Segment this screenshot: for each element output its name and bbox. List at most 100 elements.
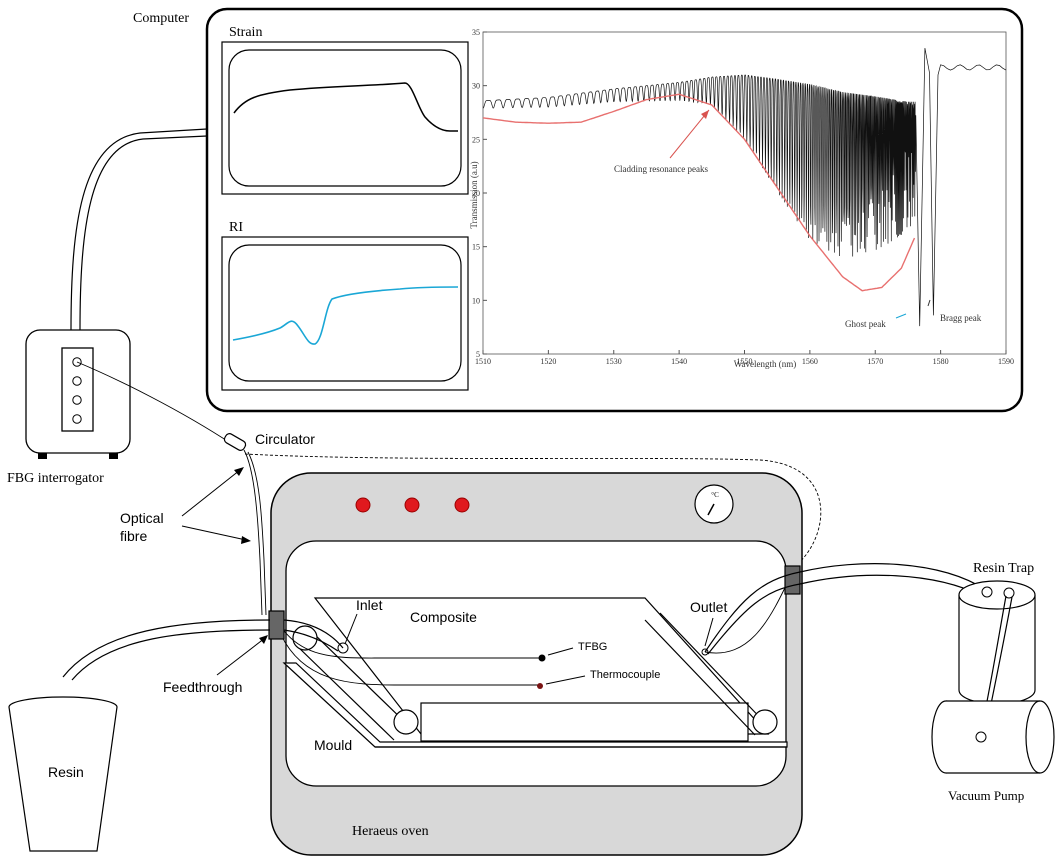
vacuum-pump-far-end xyxy=(1025,700,1041,774)
feedthrough-right xyxy=(784,565,801,595)
x-tick-label: 1510 xyxy=(475,357,491,366)
fibre-circulator-feedthrough-b xyxy=(247,451,267,616)
tfbg-sensor xyxy=(538,654,546,662)
x-tick-label: 1590 xyxy=(998,357,1014,366)
y-tick-label: 5 xyxy=(476,350,480,359)
resin-line-inside-lower xyxy=(283,629,339,652)
spectrum-line xyxy=(482,48,1007,327)
indicator-light-3 xyxy=(454,497,470,513)
x-tick-label: 1530 xyxy=(606,357,622,366)
y-tick-label: 10 xyxy=(472,296,480,305)
fibre-return-dashed xyxy=(244,453,822,569)
tfbg-arrow xyxy=(547,647,574,656)
x-tick-label: 1560 xyxy=(802,357,818,366)
optical-fibre-arrow-1 xyxy=(181,469,241,517)
resin-label: Resin xyxy=(48,764,84,780)
composite-label: Composite xyxy=(410,609,477,625)
strain-label: Strain xyxy=(229,25,262,40)
oven-label: Heraeus oven xyxy=(352,824,429,839)
indicator-light-1 xyxy=(355,497,371,513)
fbg-interrogator: FBG interrogator xyxy=(7,329,131,486)
data-cable-inner xyxy=(79,135,208,331)
vacuum-pump-label: Vacuum Pump xyxy=(948,788,1024,803)
resin-trap-label: Resin Trap xyxy=(973,561,1034,576)
tfbg-label: TFBG xyxy=(578,641,607,653)
cladding-annotation: Cladding resonance peaks xyxy=(614,164,708,174)
indicator-light-2 xyxy=(404,497,420,513)
thermocouple-wire xyxy=(277,627,540,686)
port-3 xyxy=(72,395,82,405)
resin-line-inner xyxy=(71,629,271,681)
outlet-arrow xyxy=(704,617,714,647)
inlet-tube-lower xyxy=(295,644,395,741)
inlet-tube-upper xyxy=(311,631,411,728)
mould-label: Mould xyxy=(314,737,352,753)
y-tick-label: 20 xyxy=(472,189,480,198)
x-tick-label: 1520 xyxy=(540,357,556,366)
computer-label: Computer xyxy=(133,11,189,26)
outlet-tube-lower xyxy=(644,619,756,736)
resin-cup: Resin xyxy=(8,696,118,852)
interrogator-foot-left xyxy=(38,453,47,459)
circulator: Circulator xyxy=(223,431,315,451)
feedthrough-arrow xyxy=(216,637,266,676)
y-tick-label: 25 xyxy=(472,135,480,144)
x-tick-label: 1540 xyxy=(671,357,687,366)
x-tick-label: 1570 xyxy=(867,357,883,366)
vacuum-line-outer xyxy=(704,563,987,653)
ri-trace xyxy=(232,286,459,345)
interrogator-foot-right xyxy=(109,453,118,459)
inlet-arrow xyxy=(344,613,358,645)
resin-trap-outlet xyxy=(1003,587,1015,599)
vacuum-line-inner xyxy=(707,574,983,655)
outlet-label: Outlet xyxy=(690,599,727,615)
y-axis-label: Transmission (a.u) xyxy=(469,161,479,228)
inlet-roller-front xyxy=(393,709,419,735)
resin-trap-inlet xyxy=(981,586,993,598)
bragg-arrow xyxy=(927,299,931,307)
ri-screen xyxy=(228,244,462,382)
optical-fibre-label-2: fibre xyxy=(120,528,147,544)
y-tick-label: 15 xyxy=(472,243,480,252)
resin-cup-body xyxy=(8,706,118,852)
ghost-annotation: Ghost peak xyxy=(845,319,886,329)
thermocouple-sensor xyxy=(537,683,543,689)
tfbg-fibre xyxy=(277,621,545,659)
circulator-body xyxy=(223,433,247,451)
resin-line-outer xyxy=(62,619,271,678)
ri-label: RI xyxy=(229,220,243,235)
thermometer-unit: °C xyxy=(711,491,719,499)
resin-trap-lid xyxy=(958,580,1036,610)
vacuum-pump-port xyxy=(975,731,987,743)
x-tick-label: 1580 xyxy=(933,357,949,366)
thermocouple-arrow xyxy=(545,675,586,685)
ghost-arrow xyxy=(895,313,907,319)
thermocouple-label: Thermocouple xyxy=(590,669,660,681)
optical-fibre-label-1: Optical xyxy=(120,510,164,526)
thermometer-needle xyxy=(707,503,715,516)
x-axis-label: Wavelength (nm) xyxy=(734,359,797,369)
cladding-envelope-line xyxy=(482,93,916,292)
circulator-label: Circulator xyxy=(255,431,315,447)
vacuum-pump: Vacuum Pump xyxy=(931,700,1055,803)
feedthrough-label: Feedthrough xyxy=(163,679,242,695)
optical-fibre-arrow-2 xyxy=(181,525,247,541)
fbg-interrogator-label: FBG interrogator xyxy=(7,471,104,486)
resin-line-inside-upper xyxy=(283,619,344,649)
optical-fibre-arrowhead-2 xyxy=(241,536,251,544)
data-cable-outer xyxy=(70,128,208,331)
outlet-tube-upper xyxy=(659,612,771,729)
optical-fibre-arrowhead-1 xyxy=(234,467,244,476)
fibre-circulator-feedthrough-a xyxy=(243,449,263,616)
feedthrough-arrowhead xyxy=(259,635,268,644)
strain-screen xyxy=(228,49,462,187)
port-4 xyxy=(72,414,82,424)
cladding-arrow xyxy=(669,109,710,159)
fibre-to-circulator xyxy=(76,361,233,445)
composite-block xyxy=(420,702,749,742)
bragg-annotation: Bragg peak xyxy=(940,313,982,323)
cladding-arrowhead xyxy=(701,110,709,119)
